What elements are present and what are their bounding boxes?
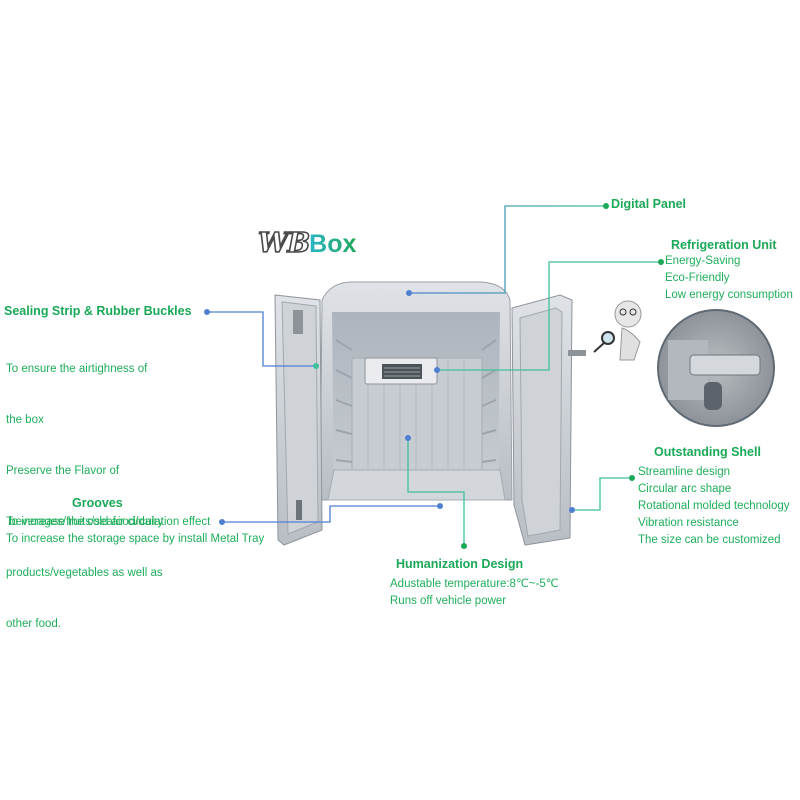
desc-line: Energy-Saving bbox=[665, 255, 741, 267]
desc-line: beverages/fruits/seafood/dairy bbox=[6, 516, 164, 528]
cooler-box bbox=[274, 281, 586, 546]
sealing-strip-desc: To ensure the airtighness of the box Pre… bbox=[6, 327, 163, 650]
outstanding-shell-desc: Streamline design Circular arc shape Rot… bbox=[638, 464, 790, 549]
desc-line: To increase the storage space by install… bbox=[6, 533, 265, 545]
refrigeration-unit-title: Refrigeration Unit bbox=[671, 238, 777, 252]
desc-line: products/vegetables as well as bbox=[6, 567, 163, 579]
magnifier-figure-icon bbox=[593, 300, 642, 361]
desc-line: Low energy consumption bbox=[665, 289, 793, 301]
grooves-desc: To increase the cold air circulation eff… bbox=[6, 514, 264, 548]
logo-wb: WB bbox=[257, 227, 311, 260]
desc-line: Eco-Friendly bbox=[665, 272, 730, 284]
outstanding-shell-title: Outstanding Shell bbox=[654, 445, 761, 459]
desc-line: To ensure the airtighness of bbox=[6, 363, 148, 375]
desc-line: The size can be customized bbox=[638, 534, 781, 546]
desc-line: other food. bbox=[6, 618, 61, 630]
digital-panel-title: Digital Panel bbox=[611, 197, 687, 211]
sealing-strip-title: Sealing Strip & Rubber Buckles bbox=[4, 304, 192, 318]
humanization-design-title: Humanization Design bbox=[396, 557, 524, 571]
desc-line: Rotational molded technology bbox=[638, 500, 790, 512]
hinge-detail-zoom bbox=[657, 309, 775, 427]
desc-line: Streamline design bbox=[638, 466, 731, 478]
desc-line: Preserve the Flavor of bbox=[6, 465, 120, 477]
desc-line: Circular arc shape bbox=[638, 483, 732, 495]
refrigeration-unit-desc: Energy-Saving Eco-Friendly Low energy co… bbox=[665, 253, 793, 304]
humanization-design-desc: Adustable temperature:8℃~-5℃ Runs off ve… bbox=[390, 576, 559, 610]
leader-dots bbox=[204, 203, 664, 549]
desc-line: Runs off vehicle power bbox=[390, 595, 507, 607]
desc-line: To increase the cold air circulation eff… bbox=[6, 516, 211, 528]
brand-logo: WBBox bbox=[257, 227, 357, 260]
desc-line: Vibration resistance bbox=[638, 517, 739, 529]
desc-line: Adustable temperature:8℃~-5℃ bbox=[390, 578, 559, 590]
logo-box: Box bbox=[309, 230, 357, 258]
desc-line: the box bbox=[6, 414, 44, 426]
grooves-title: Grooves bbox=[72, 496, 123, 510]
leader-lines bbox=[207, 205, 661, 546]
